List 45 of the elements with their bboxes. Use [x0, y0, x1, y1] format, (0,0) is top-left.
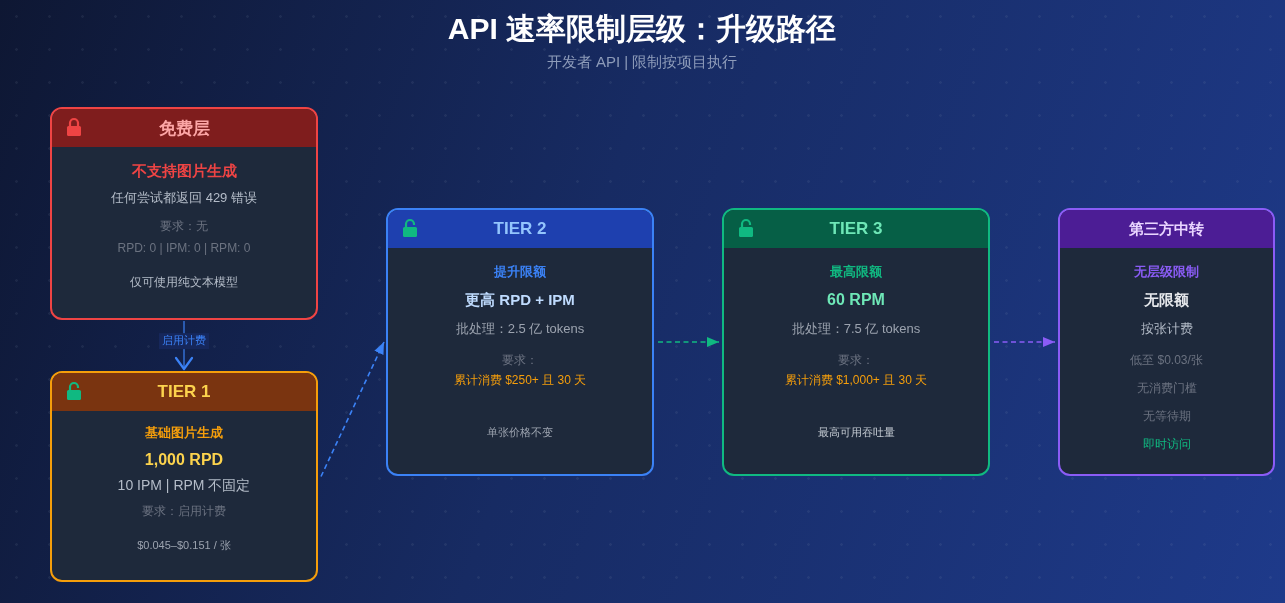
limit-value: 更高 RPD + IPM [465, 290, 575, 310]
tier-card [722, 208, 990, 476]
note-text: 仅可使用纯文本模型 [130, 274, 238, 290]
requirement-text: 累计消费 $250+ 且 30 天 [453, 372, 587, 388]
detail-text: 10 IPM | RPM 不固定 [117, 477, 251, 495]
limit-text: RPD: 0 | IPM: 0 | RPM: 0 [117, 240, 251, 256]
edge-label: 启用计费 [159, 333, 209, 349]
detail-text: 无等待期 [1142, 408, 1191, 424]
feature-heading: 无层级限制 [1134, 265, 1199, 281]
tier-card [386, 208, 654, 476]
detail-text: 低至 $0.03/张 [1130, 352, 1203, 368]
limit-value: 无限额 [1144, 290, 1189, 310]
requirement-text: 要求：无 [160, 218, 208, 234]
tier-card [50, 107, 318, 320]
subtitle: 开发者 API | 限制按项目执行 [546, 52, 738, 72]
highlight-text: 即时访问 [1142, 436, 1191, 452]
detail-text: 按张计费 [1140, 320, 1193, 338]
card-header: TIER 3 [724, 210, 988, 248]
note-text: 单张价格不变 [487, 426, 553, 440]
dashed-arrow [320, 341, 385, 478]
detail-text: 批处理：2.5 亿 tokens [455, 320, 585, 338]
requirement-label: 要求： [502, 352, 538, 368]
card-header: TIER 1 [52, 373, 316, 411]
limit-value: 60 RPM [827, 290, 885, 310]
tier-card [50, 371, 318, 582]
title: API 速率限制层级：升级路径 [447, 11, 837, 48]
detail-text: 无消费门槛 [1136, 380, 1197, 396]
card-header: 免费层 [52, 109, 316, 147]
note-text: 最高可用吞吐量 [817, 426, 895, 440]
feature-heading: 最高限额 [830, 265, 882, 281]
requirement-text: 要求：启用计费 [142, 503, 226, 519]
requirement-text: 累计消费 $1,000+ 且 30 天 [784, 372, 928, 388]
requirement-label: 要求： [838, 352, 874, 368]
price-text: $0.045–$0.151 / 张 [137, 539, 231, 553]
dashed-arrow [657, 337, 720, 347]
feature-heading: 提升限额 [494, 265, 546, 281]
card-header: 第三方中转 [1060, 210, 1273, 248]
detail-text: 批处理：7.5 亿 tokens [791, 320, 921, 338]
tier-card [1058, 208, 1275, 476]
dashed-arrow [993, 337, 1056, 347]
detail-text: 任何尝试都返回 429 错误 [111, 189, 257, 207]
feature-heading: 基础图片生成 [145, 424, 223, 442]
feature-heading: 不支持图片生成 [131, 161, 237, 181]
card-header: TIER 2 [388, 210, 652, 248]
limit-value: 1,000 RPD [144, 450, 224, 470]
